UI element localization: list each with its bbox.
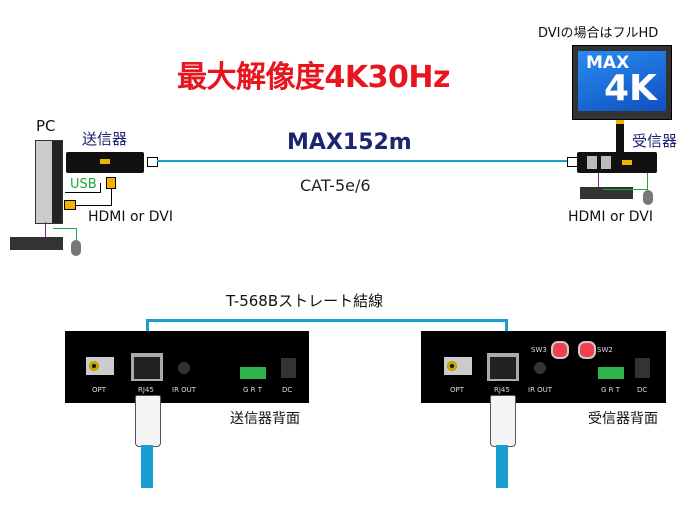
rj45-label: RJ45 [494, 386, 510, 394]
mouse-icon [643, 190, 653, 205]
sw3-button[interactable] [551, 341, 569, 359]
receiver-back-panel: OPT RJ45 IR OUT SW3 SW2 G R T DC [421, 331, 666, 403]
sw2-button[interactable] [578, 341, 596, 359]
sw3-label: SW3 [531, 346, 547, 354]
monitor-4k: 4K [604, 68, 657, 109]
ir-out-label: IR OUT [528, 386, 553, 394]
rj45-label: RJ45 [138, 386, 154, 394]
grt-label: G R T [601, 386, 621, 394]
usb-cable [65, 183, 101, 193]
hdmi-label-right: HDMI or DVI [568, 209, 653, 225]
receiver-label: 受信器 [632, 132, 678, 150]
wiring-label: T-568Bストレート結線 [226, 292, 384, 310]
transmitter-label: 送信器 [82, 130, 128, 148]
monitor-max: MAX [586, 53, 630, 73]
pc-tower-icon [35, 140, 63, 224]
transmitter-back-panel: OPT RJ45 IR OUT G R T DC [65, 331, 309, 403]
cat-cable [157, 160, 567, 162]
monitor: MAX 4K [572, 45, 672, 120]
dc-label: DC [282, 386, 293, 394]
opt-label: OPT [450, 386, 465, 394]
hdmi-cable-left [66, 188, 112, 206]
mouse-icon [71, 240, 81, 256]
rj45-plug-icon [490, 395, 516, 447]
transmitter-front [66, 152, 144, 173]
usb-label: USB [70, 177, 97, 192]
dvi-note: DVIの場合はフルHD [538, 26, 659, 41]
cable-type-label: CAT-5e/6 [300, 176, 371, 195]
pc-label: PC [36, 117, 56, 135]
rj45-plug-icon [135, 395, 161, 447]
transmitter-back-label: 送信器背面 [230, 411, 300, 427]
diagram-title: 最大解像度4K30Hz [177, 60, 450, 95]
rj45-plug-icon [147, 157, 158, 167]
hdmi-label-left: HDMI or DVI [88, 209, 173, 225]
dc-label: DC [637, 386, 648, 394]
ir-out-label: IR OUT [172, 386, 197, 394]
sw2-label: SW2 [597, 346, 613, 354]
opt-label: OPT [92, 386, 107, 394]
keyboard-icon [10, 237, 63, 250]
receiver-back-label: 受信器背面 [588, 411, 658, 427]
grt-label: G R T [243, 386, 263, 394]
keyboard-icon [580, 187, 633, 199]
distance-label: MAX152m [287, 130, 412, 155]
receiver-front [577, 152, 657, 173]
